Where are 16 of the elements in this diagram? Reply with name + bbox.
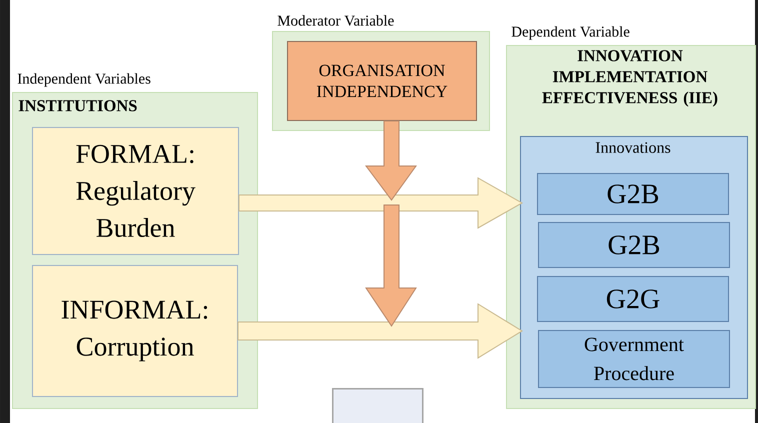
innovation-box: G2G (537, 276, 729, 322)
innovation-box: G2B (538, 222, 730, 268)
arrow (238, 177, 524, 229)
box (332, 388, 424, 423)
variable-box: INFORMAL: Corruption (32, 265, 238, 397)
panel-title: INSTITUTIONS (18, 100, 137, 112)
variable-box: FORMAL: Regulatory Burden (32, 127, 239, 255)
innovation-box: G2B (537, 173, 729, 215)
panel-heading: Independent Variables (18, 73, 150, 87)
moderator-box: ORGANISATION INDEPENDENCY (287, 41, 477, 121)
panel-title: INNOVATION IMPLEMENTATION EFFECTIVENESS (IIE) (542, 50, 718, 107)
arrow (365, 120, 417, 327)
innovation-box: Government Procedure (538, 330, 730, 388)
panel-heading: Moderator Variable (278, 15, 394, 26)
panel-heading: Dependent Variable (512, 26, 630, 40)
arrow (238, 303, 523, 359)
